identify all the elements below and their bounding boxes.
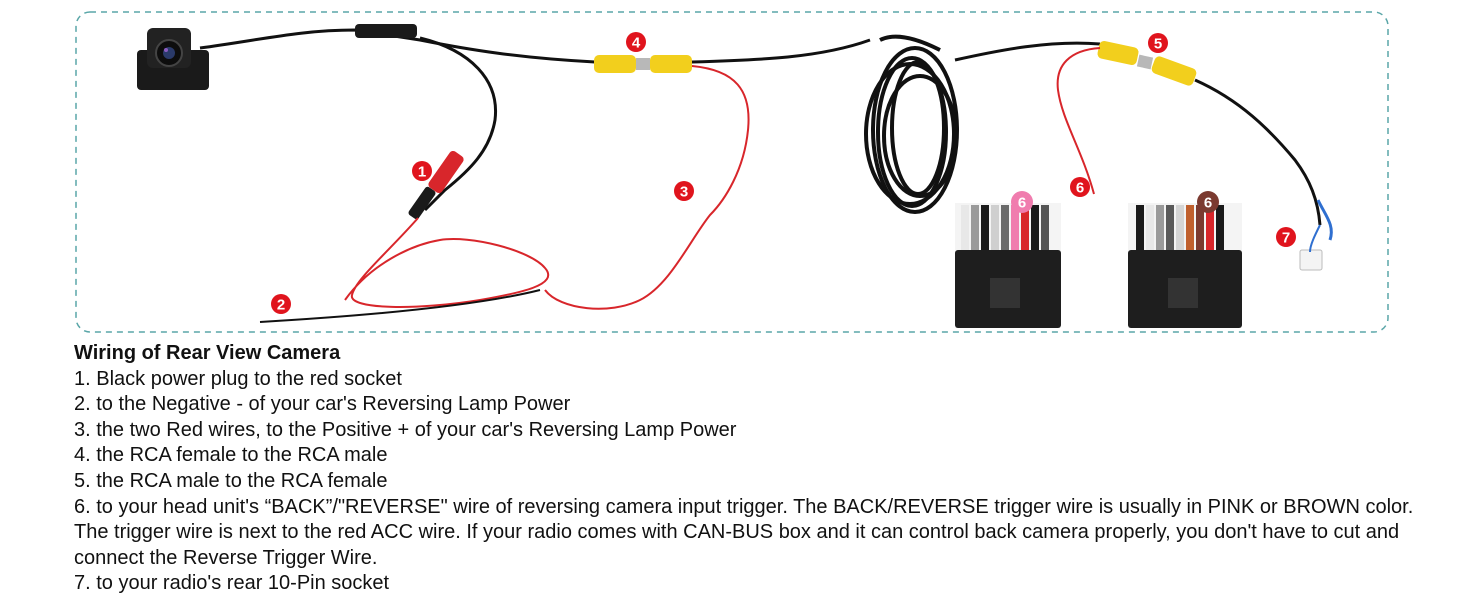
instruction-line-2: 2. to the Negative - of your car's Rever… <box>74 393 571 416</box>
extension-cable <box>691 38 871 64</box>
instruction-line-1: 1. Black power plug to the red socket <box>74 367 402 390</box>
camera-cable <box>199 28 596 64</box>
callout-badge-7: 7 <box>1276 227 1296 247</box>
callout-badge-2: 2 <box>271 294 291 314</box>
callout-badge-6-wire: 6 <box>1070 177 1090 197</box>
callout-label: 1 <box>418 164 426 181</box>
instruction-line-5: 5. the RCA male to the RCA female <box>74 469 388 492</box>
callout-label: 4 <box>632 35 641 52</box>
callout-badge-6-pink: 6 <box>1011 191 1033 213</box>
instructions-title: Wiring of Rear View Camera <box>74 342 341 364</box>
wiring-instructions: Wiring of Rear View Camera 1. Black powe… <box>74 341 1449 597</box>
radio-cable <box>1194 78 1322 226</box>
callout-badge-3: 3 <box>674 181 694 201</box>
coiled-extension-cable <box>864 34 959 214</box>
callout-badge-1: 1 <box>412 161 432 181</box>
rca-connector-5 <box>1097 40 1197 86</box>
reverse-trigger-wire <box>1056 47 1101 195</box>
power-branch-cable <box>419 36 498 212</box>
callout-label: 6 <box>1076 180 1084 197</box>
rca-connector-4 <box>594 55 692 73</box>
callout-label: 3 <box>680 184 688 201</box>
red-power-wire-loop <box>344 217 550 308</box>
diagram-frame <box>75 11 1389 333</box>
cable-splitter <box>355 24 417 38</box>
instruction-line-4: 4. the RCA female to the RCA male <box>74 444 388 467</box>
instruction-line-3: 3. the two Red wires, to the Positive + … <box>74 418 737 441</box>
harness-photo-brown <box>1128 203 1242 328</box>
callout-label: 7 <box>1282 230 1290 247</box>
callout-label: 2 <box>277 297 285 314</box>
red-positive-wire <box>544 65 750 310</box>
extension-cable-2 <box>954 41 1101 62</box>
callout-label: 6 <box>1204 195 1212 212</box>
harness-photo-pink <box>955 203 1061 328</box>
ten-pin-plug <box>1299 199 1333 271</box>
wiring-diagram: 1 2 3 4 5 6 6 6 7 <box>75 11 1389 333</box>
callout-badge-4: 4 <box>626 32 646 52</box>
rear-camera <box>137 28 209 90</box>
callout-badge-5: 5 <box>1148 33 1168 53</box>
callout-badge-6-brown: 6 <box>1197 191 1219 213</box>
negative-ground-wire <box>259 289 541 323</box>
power-connector <box>408 150 464 220</box>
callout-label: 5 <box>1154 36 1162 53</box>
instruction-line-6: 6. to your head unit's “BACK”/"REVERSE" … <box>74 495 1414 569</box>
callout-label: 6 <box>1018 195 1026 212</box>
instruction-line-7: 7. to your radio's rear 10-Pin socket <box>74 572 390 595</box>
